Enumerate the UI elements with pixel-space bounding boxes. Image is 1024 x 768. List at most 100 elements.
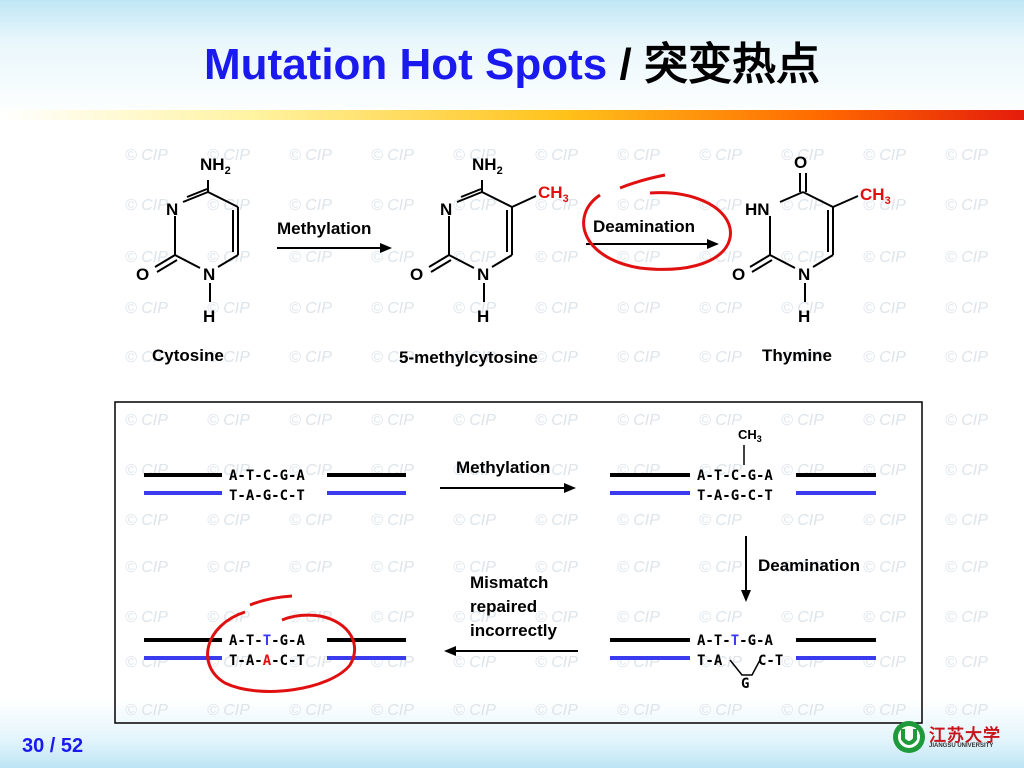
watermark-layer: © CIP © CIP © CIP © CIP © CIP © CIP © CIP © CIP… xyxy=(125,147,988,719)
watermark-text: © CIP xyxy=(125,197,168,214)
watermark-text: © CIP xyxy=(863,249,906,266)
watermark-text: © CIP xyxy=(125,512,168,529)
watermark-text: © CIP xyxy=(945,349,988,366)
thymine-structure xyxy=(749,173,859,302)
watermark-text: © CIP xyxy=(289,249,332,266)
watermark-text: © CIP xyxy=(699,147,742,164)
dna-deamination-label: Deamination xyxy=(758,556,860,575)
methylcytosine-h: H xyxy=(477,307,489,326)
watermark-text: © CIP xyxy=(207,300,250,317)
watermark-text: © CIP xyxy=(289,147,332,164)
watermark-text: © CIP xyxy=(781,147,824,164)
watermark-text: © CIP xyxy=(945,197,988,214)
watermark-text: © CIP xyxy=(535,609,578,626)
dna-methylation-label: Methylation xyxy=(456,458,550,477)
seq-mismatch-bottom-right: C-T xyxy=(758,653,783,669)
dna-strands-mismatch xyxy=(610,638,876,660)
logo-emblem-icon xyxy=(893,721,925,753)
watermark-text: © CIP xyxy=(945,300,988,317)
watermark-text: © CIP xyxy=(371,349,414,366)
watermark-text: © CIP xyxy=(125,609,168,626)
watermark-text: © CIP xyxy=(945,559,988,576)
watermark-text: © CIP xyxy=(699,300,742,317)
watermark-text: © CIP xyxy=(781,559,824,576)
watermark-text: © CIP xyxy=(617,512,660,529)
watermark-text: © CIP xyxy=(945,702,988,719)
watermark-text: © CIP xyxy=(781,609,824,626)
cytosine-label: Cytosine xyxy=(152,346,224,365)
university-logo: 江苏大学 JIANGSU UNIVERSITY xyxy=(891,719,1015,755)
mismatch-label-line2: repaired xyxy=(470,597,537,616)
watermark-text: © CIP xyxy=(863,559,906,576)
watermark-text: © CIP xyxy=(453,559,496,576)
thymine-label: Thymine xyxy=(762,346,832,365)
dna-strands-original xyxy=(144,473,406,495)
watermark-text: © CIP xyxy=(453,197,496,214)
cytosine-n1: N xyxy=(203,265,215,284)
watermark-text: © CIP xyxy=(617,300,660,317)
watermark-text: © CIP xyxy=(781,349,824,366)
cytosine-o: O xyxy=(136,265,149,284)
watermark-text: © CIP xyxy=(371,300,414,317)
watermark-text: © CIP xyxy=(453,512,496,529)
watermark-text: © CIP xyxy=(945,654,988,671)
watermark-text: © CIP xyxy=(289,512,332,529)
logo-text: 江苏大学 xyxy=(929,726,1001,745)
cytosine-n3: N xyxy=(166,200,178,219)
watermark-text: © CIP xyxy=(371,249,414,266)
thymine-hn: HN xyxy=(745,200,770,219)
cytosine-h: H xyxy=(203,307,215,326)
watermark-text: © CIP xyxy=(207,147,250,164)
watermark-text: © CIP xyxy=(371,412,414,429)
thymine-o: O xyxy=(732,265,745,284)
mismatch-repair-arrow xyxy=(444,646,578,656)
dna-strands-methylated xyxy=(610,473,876,495)
methylation-arrow xyxy=(277,243,392,253)
watermark-text: © CIP xyxy=(699,702,742,719)
dna-deamination-arrow xyxy=(741,536,751,602)
watermark-text: © CIP xyxy=(207,512,250,529)
watermark-text: © CIP xyxy=(617,249,660,266)
watermark-text: © CIP xyxy=(617,349,660,366)
watermark-text: © CIP xyxy=(699,654,742,671)
watermark-text: © CIP xyxy=(699,559,742,576)
watermark-text: © CIP xyxy=(945,249,988,266)
watermark-text: © CIP xyxy=(781,249,824,266)
watermark-text: © CIP xyxy=(863,412,906,429)
watermark-text: © CIP xyxy=(535,702,578,719)
watermark-text: © CIP xyxy=(863,609,906,626)
cytosine-nh2: NH2 xyxy=(200,155,231,177)
watermark-text: © CIP xyxy=(617,412,660,429)
methylcytosine-n1: N xyxy=(477,265,489,284)
watermark-text: © CIP xyxy=(289,559,332,576)
watermark-text: © CIP xyxy=(371,702,414,719)
watermark-text: © CIP xyxy=(535,349,578,366)
deamination-arrow xyxy=(586,239,719,249)
watermark-text: © CIP xyxy=(453,349,496,366)
watermark-text: © CIP xyxy=(699,609,742,626)
watermark-text: © CIP xyxy=(945,609,988,626)
watermark-text: © CIP xyxy=(453,462,496,479)
page-number: 30 / 52 xyxy=(22,735,84,757)
watermark-text: © CIP xyxy=(699,412,742,429)
watermark-text: © CIP xyxy=(289,654,332,671)
watermark-text: © CIP xyxy=(125,702,168,719)
thymine-n1: N xyxy=(798,265,810,284)
watermark-text: © CIP xyxy=(453,609,496,626)
mismatch-label-line1: Mismatch xyxy=(470,573,548,592)
watermark-text: © CIP xyxy=(453,147,496,164)
watermark-text: © CIP xyxy=(125,147,168,164)
header-background xyxy=(0,0,1024,120)
watermark-text: © CIP xyxy=(125,300,168,317)
watermark-text: © CIP xyxy=(207,349,250,366)
watermark-text: © CIP xyxy=(371,559,414,576)
watermark-text: © CIP xyxy=(863,300,906,317)
seq-methylated-ch3: CH3 xyxy=(738,427,762,444)
logo-subtitle: JIANGSU UNIVERSITY xyxy=(929,743,994,749)
watermark-text: © CIP xyxy=(535,147,578,164)
watermark-text: © CIP xyxy=(617,702,660,719)
watermark-text: © CIP xyxy=(699,197,742,214)
watermark-text: © CIP xyxy=(371,609,414,626)
watermark-text: © CIP xyxy=(863,349,906,366)
title-chinese: 突变热点 xyxy=(643,40,820,89)
